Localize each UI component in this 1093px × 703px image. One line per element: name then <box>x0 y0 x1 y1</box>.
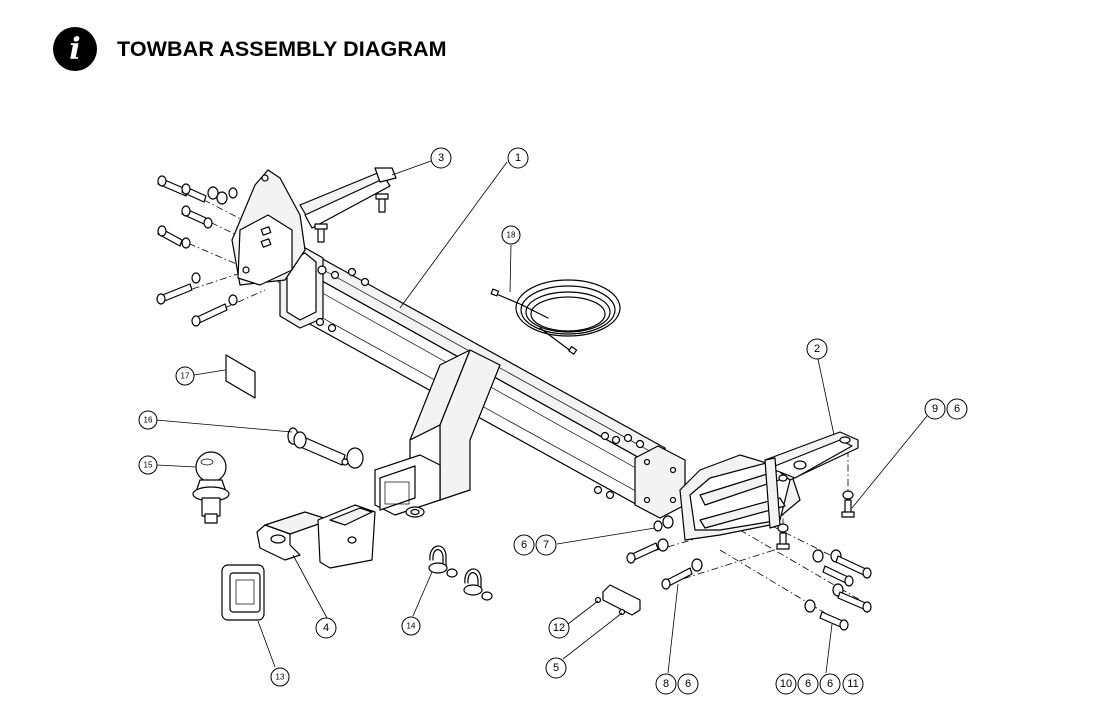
callout-6-d: 6 <box>797 673 819 695</box>
callout-label: 9 <box>932 403 938 415</box>
callout-5: 5 <box>545 657 567 679</box>
callout-1: 1 <box>507 147 529 169</box>
callout-label: 5 <box>553 662 559 674</box>
callout-label: 11 <box>847 678 858 690</box>
small-plate <box>594 584 641 616</box>
callout-16: 16 <box>138 410 158 430</box>
callout-2: 2 <box>806 338 828 360</box>
label-sticker <box>225 354 256 399</box>
callout-label: 6 <box>685 678 691 690</box>
callout-label: 10 <box>780 678 792 690</box>
callout-6-b: 6 <box>677 673 699 695</box>
callout-9: 9 <box>924 398 946 420</box>
wiring-loom <box>490 279 621 355</box>
callout-6-c: 6 <box>946 398 968 420</box>
callout-13: 13 <box>270 667 290 687</box>
callout-label: 6 <box>521 539 527 551</box>
callout-6-e: 6 <box>819 673 841 695</box>
header: i TOWBAR ASSEMBLY DIAGRAM <box>53 27 447 71</box>
callout-label: 13 <box>276 673 285 682</box>
tongue <box>256 504 376 569</box>
left-fasteners <box>156 175 238 327</box>
callout-15: 15 <box>138 455 158 475</box>
callout-4: 4 <box>315 617 337 639</box>
leader-lines <box>155 160 928 674</box>
callout-6-a: 6 <box>513 534 535 556</box>
callout-label: 2 <box>814 343 820 355</box>
callout-label: 18 <box>507 231 516 240</box>
hitch-pin <box>287 427 364 469</box>
callout-label: 6 <box>827 678 833 690</box>
callout-7: 7 <box>535 534 557 556</box>
callout-17: 17 <box>175 366 195 386</box>
callout-14: 14 <box>401 616 421 636</box>
callout-label: 15 <box>144 461 153 470</box>
callout-label: 14 <box>407 622 416 631</box>
callout-label: 16 <box>144 416 153 425</box>
shackles <box>428 545 493 601</box>
left-bracket <box>231 167 397 286</box>
right-fasteners <box>626 490 872 631</box>
callout-label: 1 <box>515 152 521 164</box>
callout-label: 4 <box>323 622 329 634</box>
callout-label: 12 <box>553 622 565 634</box>
callout-10: 10 <box>775 673 797 695</box>
info-icon: i <box>53 27 97 71</box>
page-title: TOWBAR ASSEMBLY DIAGRAM <box>117 36 447 61</box>
callout-label: 3 <box>438 152 444 164</box>
callout-label: 7 <box>543 539 549 551</box>
callout-11: 11 <box>842 673 864 695</box>
crossbar-bolts <box>315 265 645 500</box>
callout-label: 6 <box>805 678 811 690</box>
callout-12: 12 <box>548 617 570 639</box>
right-bracket <box>679 431 859 541</box>
callout-label: 8 <box>663 678 669 690</box>
tow-ball <box>192 451 230 524</box>
main-crossbar <box>279 244 686 519</box>
callout-label: 6 <box>954 403 960 415</box>
callout-18: 18 <box>501 225 521 245</box>
callout-3: 3 <box>430 147 452 169</box>
hitch-cover <box>221 564 265 621</box>
callout-8: 8 <box>655 673 677 695</box>
callout-label: 17 <box>181 372 190 381</box>
